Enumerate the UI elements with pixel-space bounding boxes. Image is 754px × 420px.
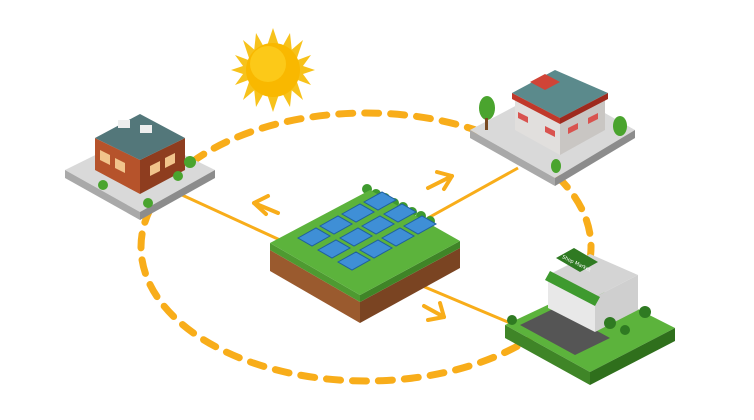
- arrow-left-icon: [252, 194, 280, 216]
- arrow-up-right-icon: [426, 170, 454, 191]
- connector-to-office: [181, 193, 281, 242]
- store-with-sign-icon: Shop Market: [505, 248, 675, 385]
- connector-to-store: [419, 283, 516, 327]
- flow-arrows: [252, 170, 454, 322]
- shop-awning-building-icon: [470, 70, 635, 186]
- solar-panel-field-icon: [270, 184, 460, 323]
- arrow-down-right-icon: [422, 301, 446, 322]
- connector-lines: [181, 166, 519, 327]
- solar-panels: [296, 191, 438, 271]
- office-building-icon: [65, 114, 215, 220]
- sun-icon: [231, 28, 315, 112]
- connector-to-shop: [427, 166, 519, 220]
- energy-loop-path: [137, 109, 595, 385]
